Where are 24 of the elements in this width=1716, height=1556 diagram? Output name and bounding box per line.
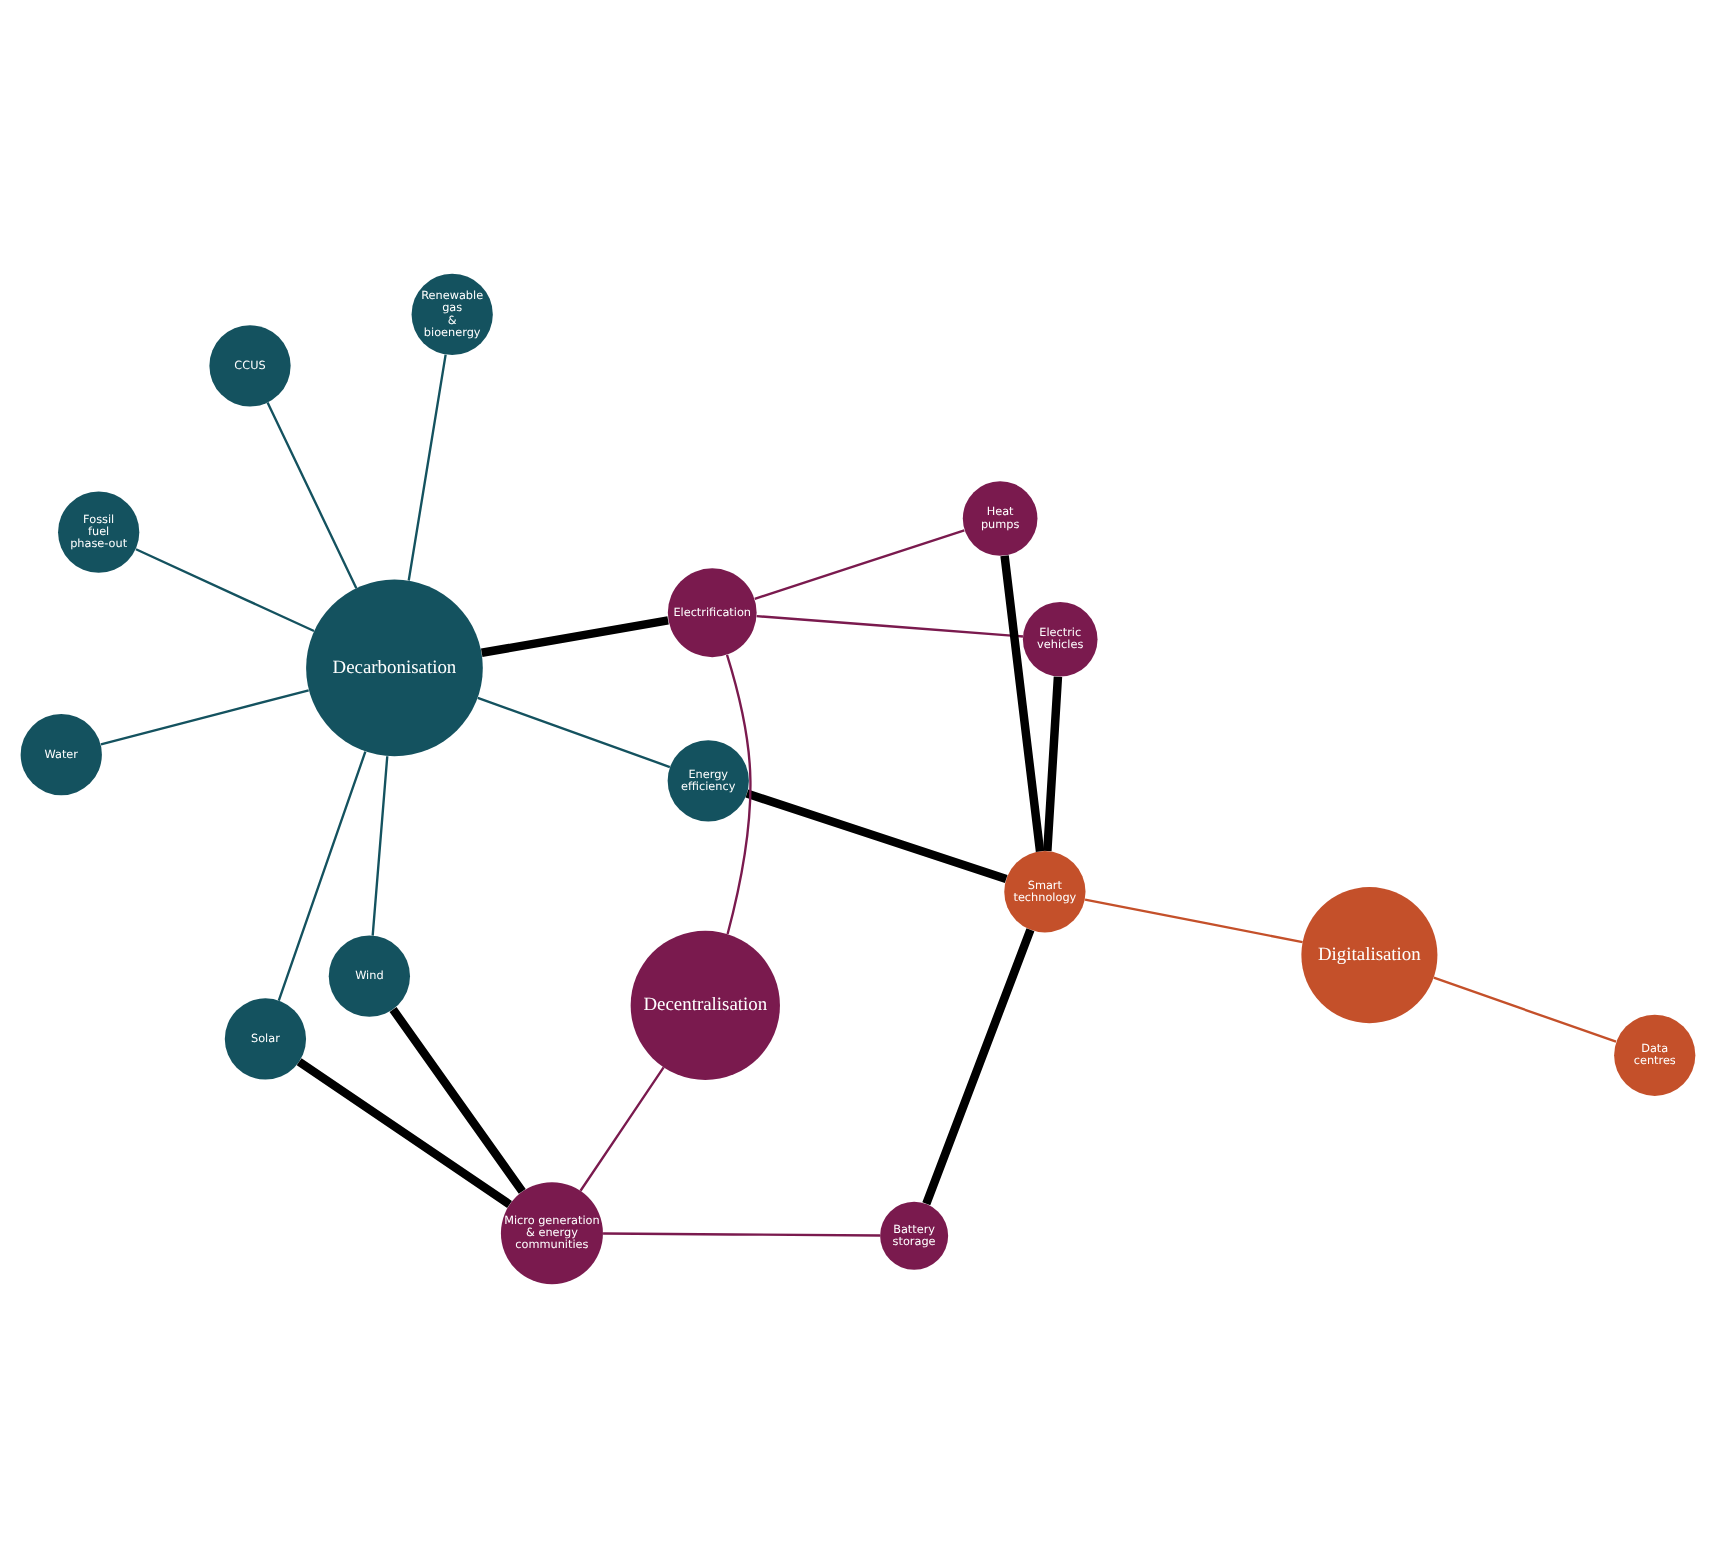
connector bbox=[407, 353, 447, 580]
node-circle: Digitalisation bbox=[1301, 886, 1438, 1023]
connector bbox=[266, 401, 358, 588]
connector bbox=[1433, 975, 1617, 1042]
connector bbox=[1084, 897, 1303, 943]
connector bbox=[756, 613, 1024, 637]
connector bbox=[389, 1006, 526, 1193]
connector bbox=[745, 788, 1008, 883]
connector bbox=[100, 688, 309, 745]
connector bbox=[754, 528, 965, 599]
connector bbox=[371, 755, 389, 935]
connector bbox=[603, 1231, 881, 1236]
connector bbox=[579, 1065, 665, 1191]
connector bbox=[135, 547, 315, 632]
connector bbox=[922, 927, 1035, 1205]
node-circle: Decentralisation bbox=[630, 929, 780, 1080]
connector bbox=[477, 695, 671, 768]
connector bbox=[1000, 554, 1045, 851]
connector bbox=[1043, 675, 1063, 851]
node-circle: Decarbonisation bbox=[306, 578, 483, 756]
connector bbox=[725, 653, 752, 934]
connector bbox=[277, 750, 367, 1000]
connector bbox=[296, 1057, 512, 1207]
connector bbox=[480, 615, 669, 656]
